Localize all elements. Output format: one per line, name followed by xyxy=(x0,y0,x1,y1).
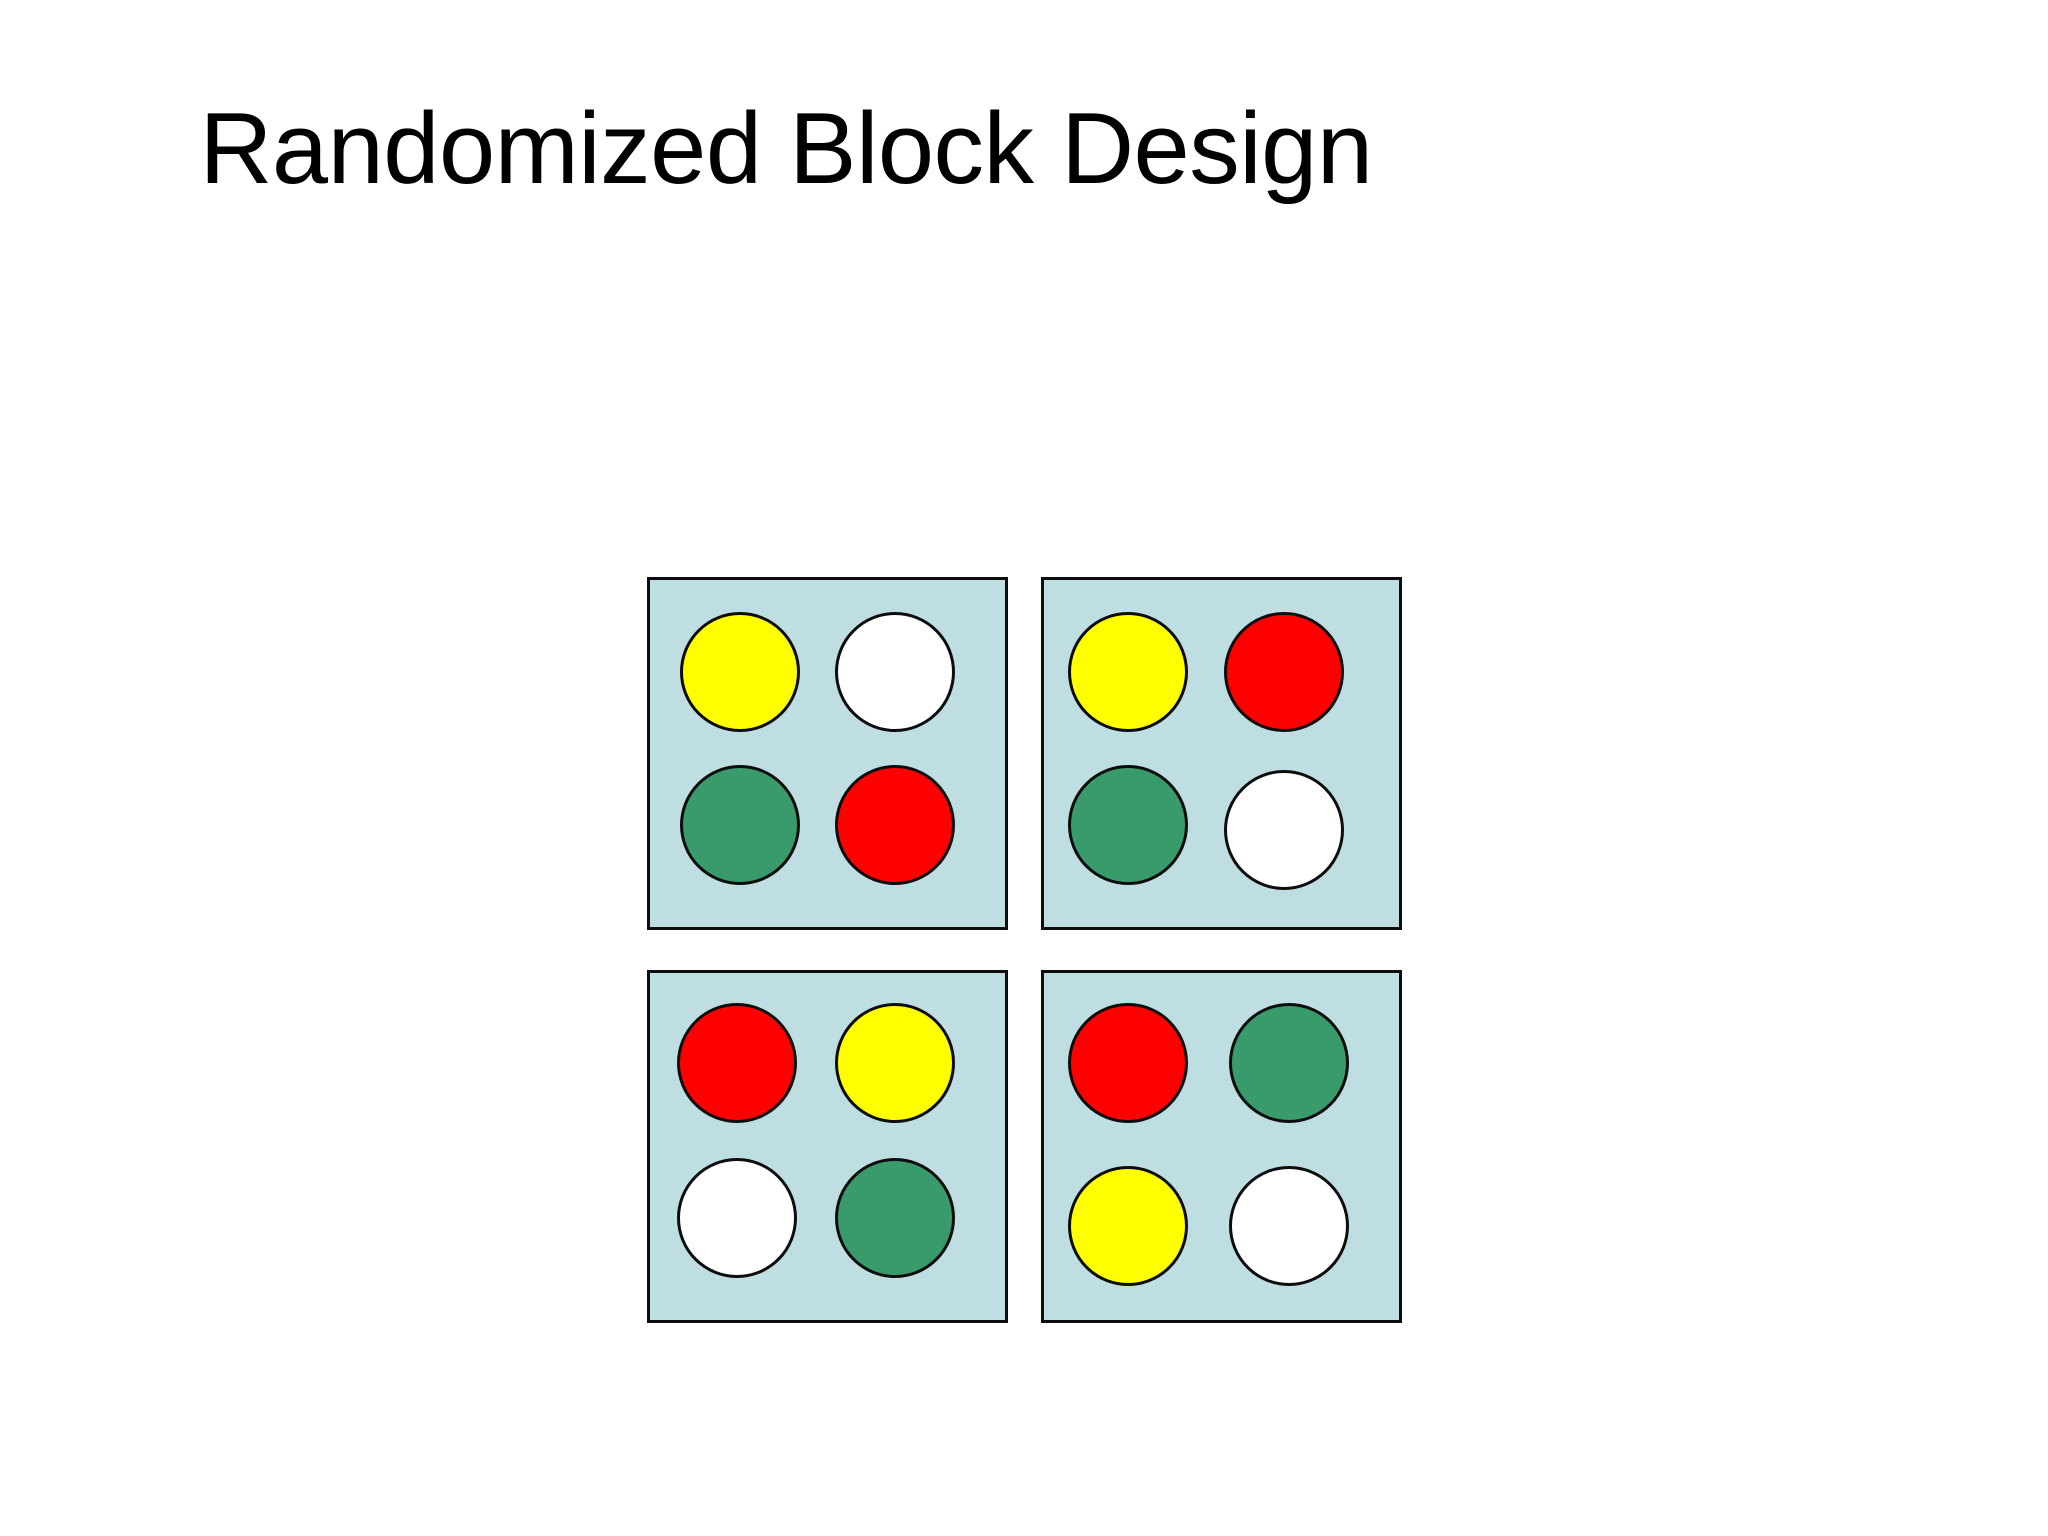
design-block xyxy=(647,970,1008,1323)
experimental-unit xyxy=(1229,1003,1349,1123)
experimental-unit xyxy=(835,612,955,732)
design-block xyxy=(1041,970,1402,1323)
experimental-unit xyxy=(1068,1003,1188,1123)
experimental-unit xyxy=(1224,770,1344,890)
randomized-block-design-diagram xyxy=(647,577,1402,1324)
experimental-unit xyxy=(677,1158,797,1278)
experimental-unit xyxy=(677,1003,797,1123)
experimental-unit xyxy=(680,765,800,885)
experimental-unit xyxy=(835,1003,955,1123)
experimental-unit xyxy=(835,1158,955,1278)
design-block xyxy=(647,577,1008,930)
experimental-unit xyxy=(1224,612,1344,732)
experimental-unit xyxy=(1068,1166,1188,1286)
experimental-unit xyxy=(1229,1166,1349,1286)
experimental-unit xyxy=(1068,765,1188,885)
page-title: Randomized Block Design xyxy=(199,93,1373,205)
experimental-unit xyxy=(835,765,955,885)
design-block xyxy=(1041,577,1402,930)
experimental-unit xyxy=(680,612,800,732)
experimental-unit xyxy=(1068,612,1188,732)
